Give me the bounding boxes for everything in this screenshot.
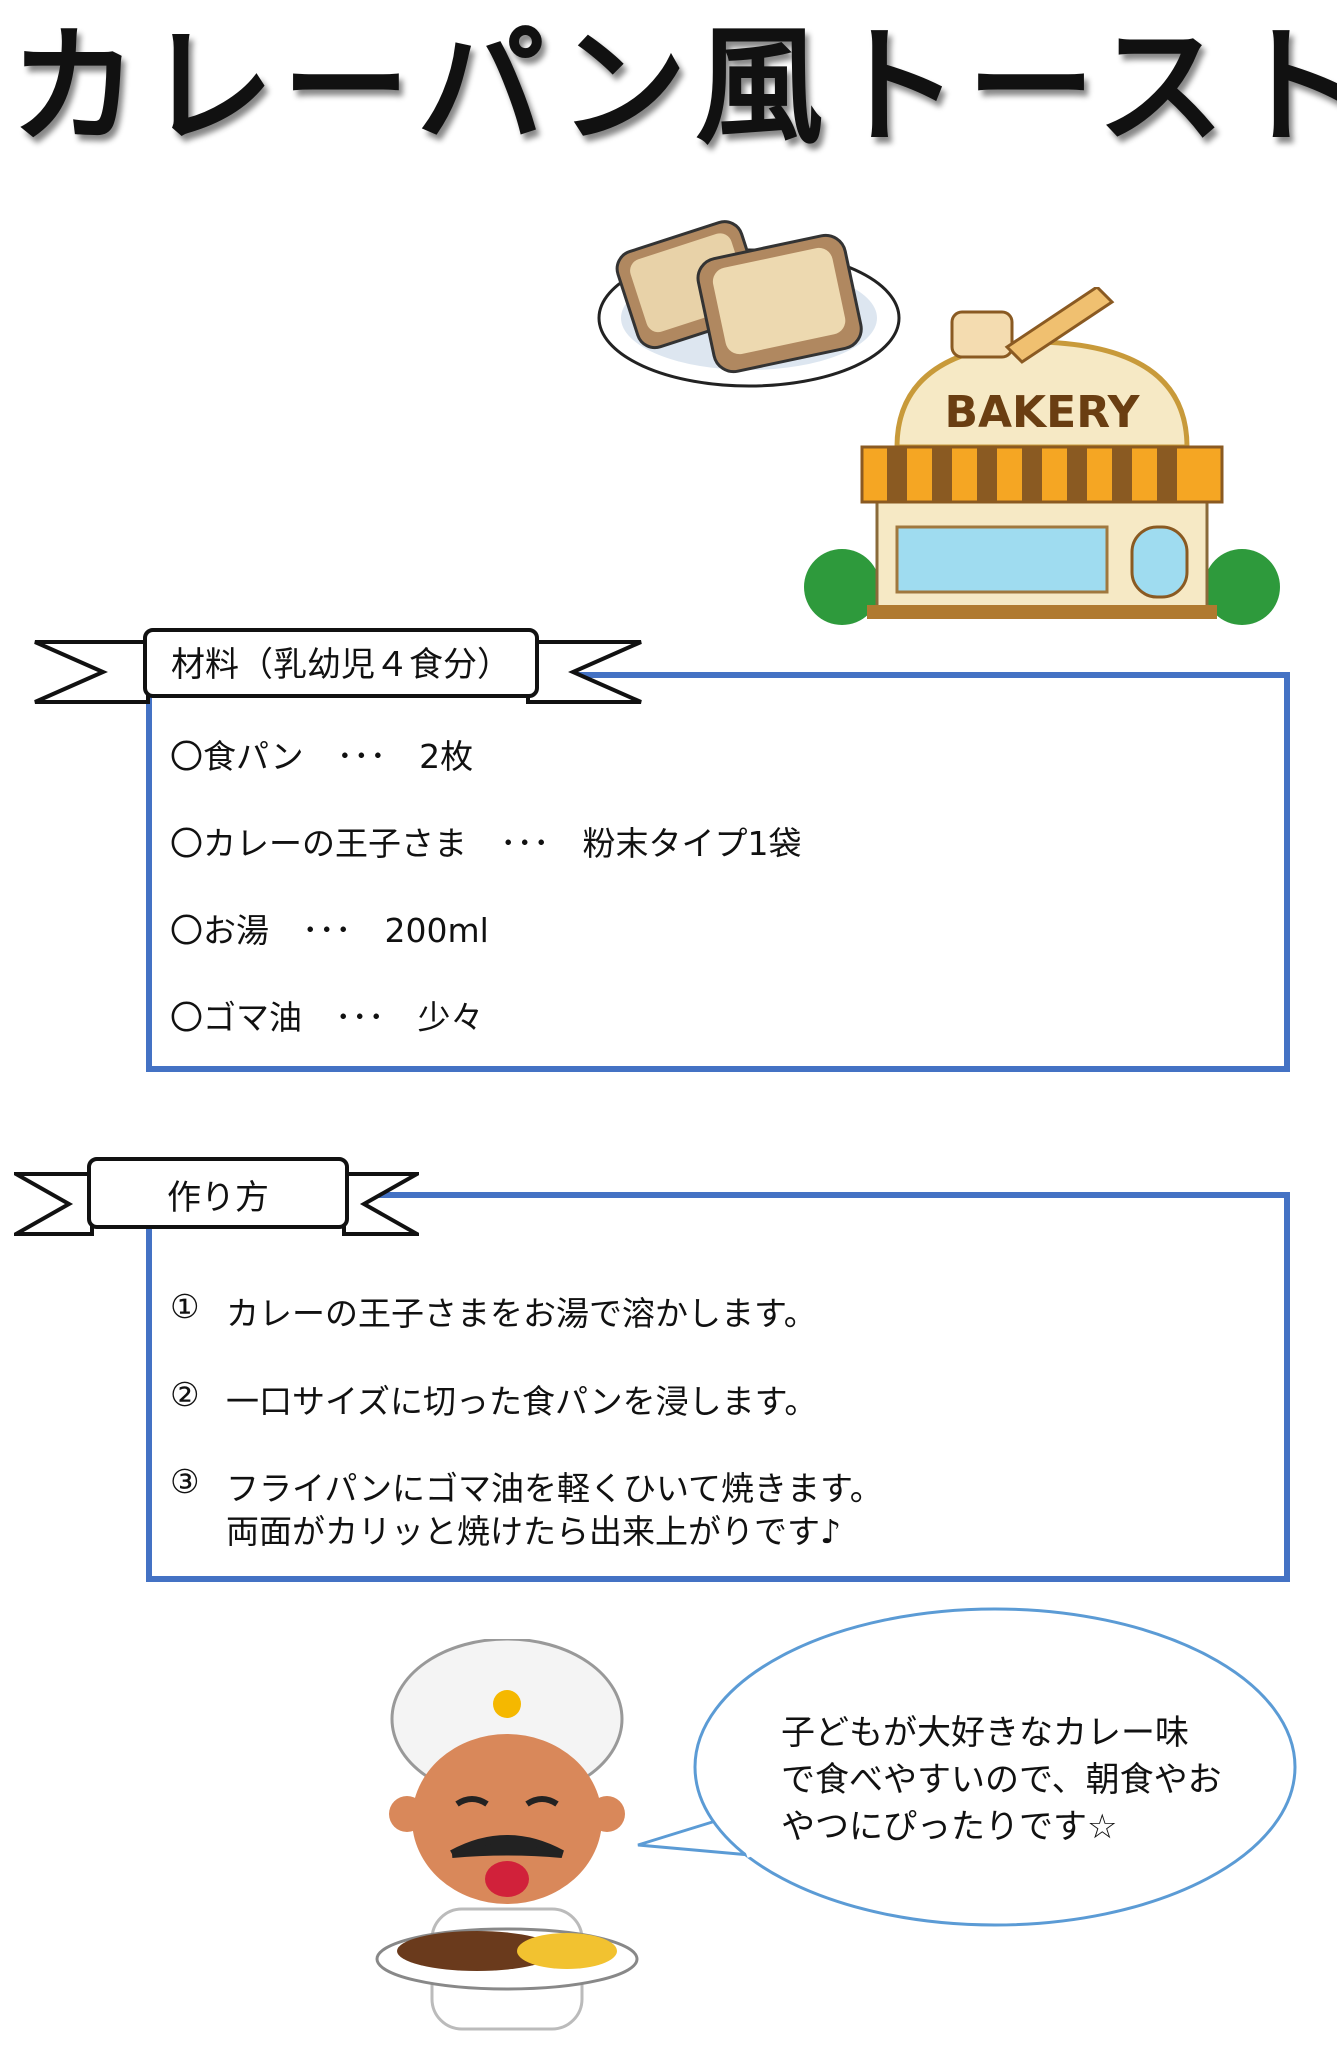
step-text: 両面がカリッと焼けたら出来上がりです♪ (226, 1512, 842, 1551)
step-number: ① (170, 1287, 200, 1326)
ingredient-item: 〇カレーの王子さま ･･･ 粉末タイプ1袋 (170, 824, 802, 863)
ingredient-item: 〇お湯 ･･･ 200ml (170, 911, 489, 950)
page-title: カレーパン風トースト (10, 13, 1337, 162)
ingredient-item: 〇食パン ･･･ 2枚 (170, 737, 474, 776)
method-ribbon (14, 1157, 419, 1236)
toast-illustration (597, 220, 901, 388)
step-number: ③ (170, 1462, 200, 1501)
speech-bubble-text: 子どもが大好きなカレー味 で食べやすいので、朝食やお やつにぴったりです☆ (781, 1713, 1222, 1847)
ingredients-box (146, 672, 1290, 1072)
ingredients-ribbon (34, 628, 642, 704)
step-text: 一口サイズに切った食パンを浸します。 (226, 1382, 818, 1421)
bakery-illustration: BAKERY (804, 287, 1280, 625)
step-text: カレーの王子さまをお湯で溶かします。 (226, 1294, 817, 1333)
step-text: フライパンにゴマ油を軽くひいて焼きます。 (226, 1469, 883, 1508)
curry-chef-illustration (375, 1639, 639, 2031)
ingredients-heading: 材料（乳幼児４食分） (171, 645, 511, 685)
bakery-sign: BAKERY (944, 387, 1140, 438)
ingredient-item: 〇ゴマ油 ･･･ 少々 (170, 998, 484, 1037)
method-box (146, 1192, 1290, 1582)
step-number: ② (170, 1375, 200, 1414)
speech-bubble (637, 1607, 1297, 1927)
method-heading: 作り方 (167, 1178, 269, 1218)
